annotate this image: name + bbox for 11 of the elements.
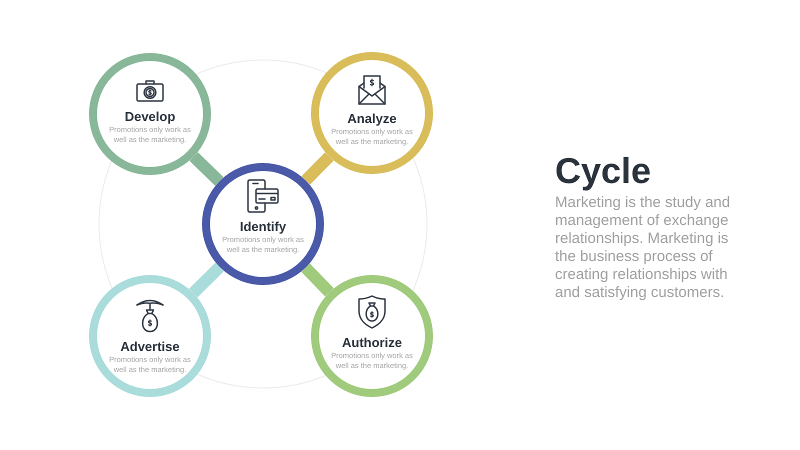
connector-bar bbox=[301, 152, 334, 185]
connector-bar bbox=[190, 152, 224, 186]
step-title: Analyze bbox=[347, 111, 397, 126]
description-paragraph: Marketing is the study and management of exchange relationships. Marketing is the business process of creating relationships with and satisfying customers. bbox=[555, 194, 732, 302]
connector-bar bbox=[301, 264, 334, 296]
heading: Cycle bbox=[555, 150, 652, 192]
step-title: Identify bbox=[240, 219, 286, 234]
connector-bar bbox=[189, 262, 224, 298]
step-title: Authorize bbox=[342, 335, 402, 350]
step-title: Develop bbox=[124, 109, 176, 124]
step-title: Advertise bbox=[120, 339, 180, 354]
